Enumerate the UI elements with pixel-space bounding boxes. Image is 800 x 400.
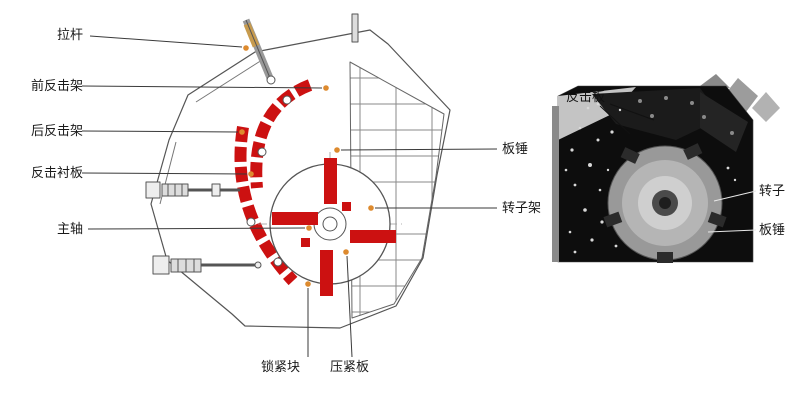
left-schematic	[145, 13, 451, 329]
label-tie-rod: 拉杆	[56, 28, 83, 43]
top-bolt	[351, 13, 359, 43]
label-front-impact-frame: 前反击架	[30, 79, 83, 94]
hinge-bolt	[282, 95, 292, 105]
label-blow-bar-photo: 板锤	[759, 223, 786, 238]
label-rotor: 转子	[759, 184, 786, 199]
blow-bars-red	[272, 158, 396, 296]
right-photo	[552, 74, 780, 263]
tie-rod	[242, 18, 276, 85]
label-impact-plate: 反击板	[566, 90, 606, 105]
upper-adjusting-rod	[145, 181, 240, 199]
material-speckles	[564, 102, 737, 254]
label-blow-bar: 板锤	[502, 142, 529, 157]
lower-adjusting-rod	[152, 255, 262, 275]
plate-bolts	[638, 96, 734, 135]
impact-plate-shape	[592, 88, 722, 140]
label-rotor-frame: 转子架	[502, 201, 542, 216]
photo-leader-lines	[599, 103, 757, 233]
rock-chunk	[752, 92, 780, 122]
photo-blow-bars	[603, 143, 727, 263]
label-main-shaft: 主轴	[56, 222, 83, 237]
rock-chunk	[700, 74, 730, 88]
rock-chunk	[722, 78, 758, 112]
front-impact-liner-arc	[250, 79, 313, 189]
photo-rotor	[607, 145, 723, 261]
label-impact-liner-plate: 反击衬板	[30, 166, 83, 181]
label-rear-impact-frame: 后反击架	[30, 124, 83, 139]
label-pressing-plate: 压紧板	[330, 360, 370, 375]
impact-plate-shape	[700, 92, 748, 152]
hinge-bolt	[257, 147, 267, 157]
hinge-bolt	[273, 257, 283, 267]
label-locking-block: 锁紧块	[261, 360, 301, 375]
leader-dots	[239, 45, 374, 287]
side-liner-strip	[552, 106, 559, 262]
feed-chute-wall	[195, 59, 263, 103]
hinge-bolt	[246, 217, 256, 227]
leader-lines	[81, 35, 498, 358]
